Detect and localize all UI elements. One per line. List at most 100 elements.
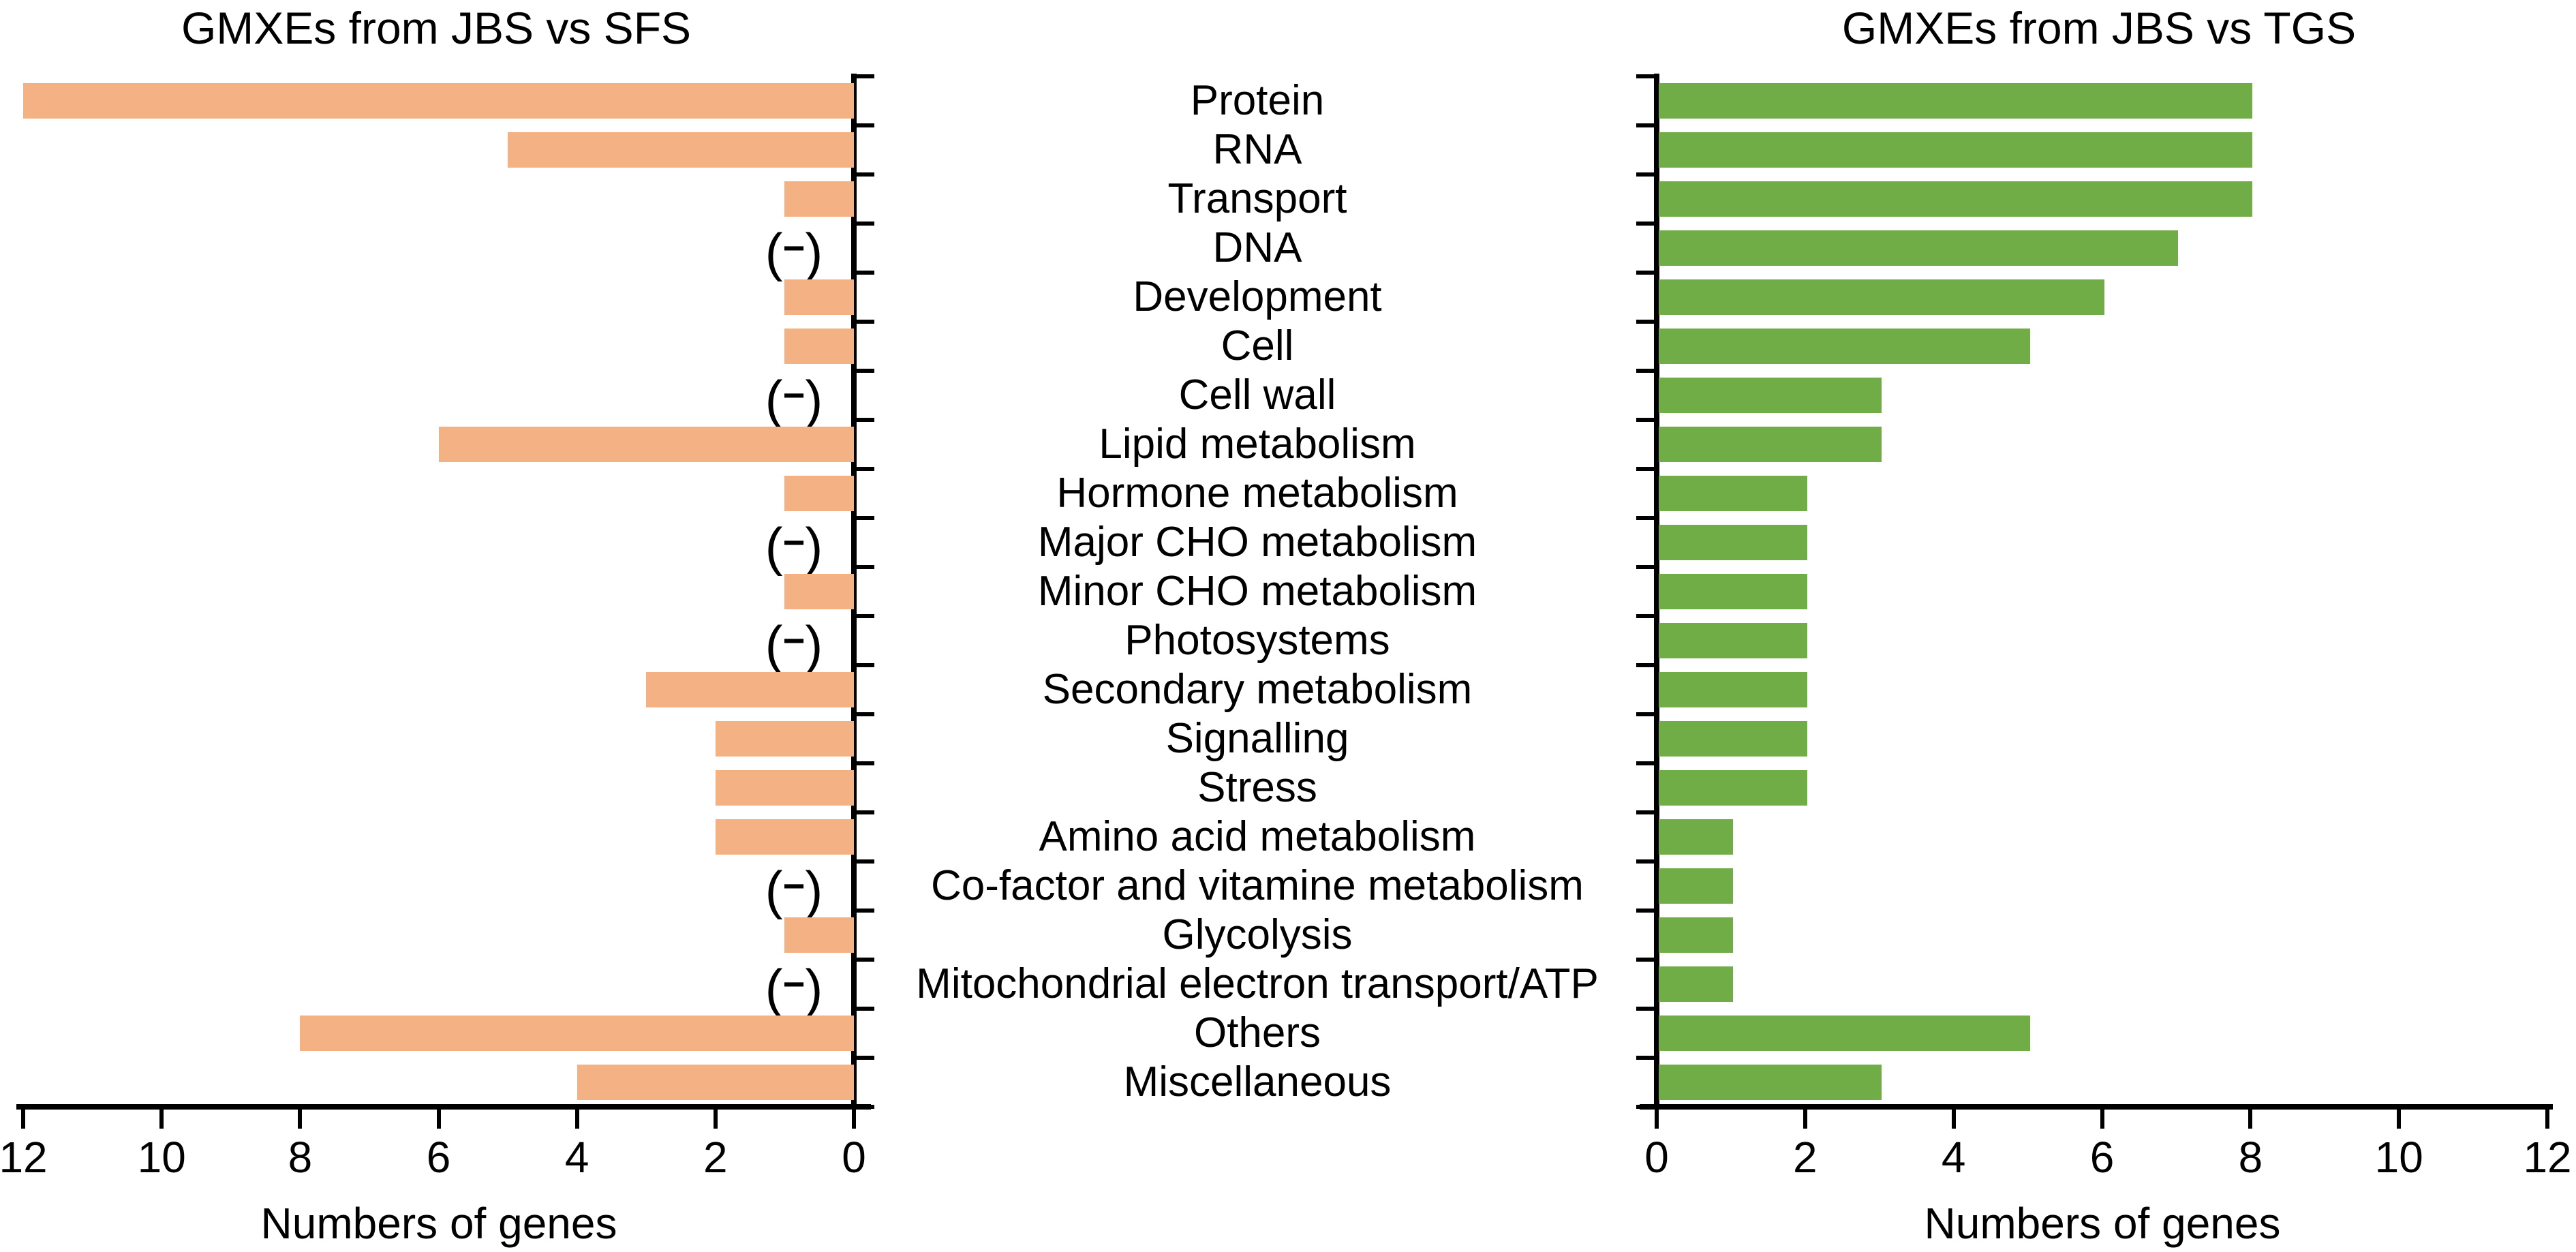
tgs-bar-cell — [1659, 329, 2030, 364]
category-label-lipid-metabolism: Lipid metabolism — [1099, 421, 1416, 468]
minus-sign: − — [782, 373, 806, 416]
tgs-y-tick — [1636, 1105, 1654, 1109]
category-label-dna: DNA — [1212, 224, 1302, 271]
tgs-x-tick-8 — [2248, 1108, 2253, 1129]
sfs-y-tick — [857, 565, 874, 569]
tgs-bar-others — [1659, 1016, 2030, 1051]
sfs-x-tick-4 — [574, 1108, 579, 1129]
open-paren: ( — [765, 615, 783, 675]
category-label-stress: Stress — [1197, 764, 1317, 811]
sfs-y-tick — [857, 271, 874, 275]
close-paren: ) — [805, 860, 823, 920]
sfs-bar-stress — [715, 770, 854, 806]
tgs-x-tick-6 — [2100, 1108, 2104, 1129]
sfs-y-tick — [857, 516, 874, 520]
tgs-bar-development — [1659, 279, 2104, 315]
sfs-y-tick — [857, 222, 874, 226]
category-label-co-factor-and-vitamine-metabolism: Co-factor and vitamine metabolism — [931, 862, 1584, 909]
tgs-x-tick-label-4: 4 — [1941, 1133, 1966, 1182]
category-label-photosystems: Photosystems — [1124, 617, 1390, 664]
tgs-x-tick-0 — [1655, 1108, 1659, 1129]
sfs-y-tick — [857, 1105, 874, 1109]
tgs-bar-co-factor-and-vitamine-metabolism — [1659, 868, 1733, 904]
open-paren: ( — [765, 517, 783, 577]
sfs-x-tick-label-12: 12 — [0, 1133, 48, 1182]
sfs-y-tick — [857, 467, 874, 471]
close-paren: ) — [805, 222, 823, 282]
sfs-x-tick-6 — [436, 1108, 441, 1129]
tgs-x-tick-label-0: 0 — [1644, 1133, 1669, 1182]
sfs-x-tick-2 — [713, 1108, 718, 1129]
tgs-y-tick — [1636, 810, 1654, 814]
tgs-y-tick — [1636, 958, 1654, 962]
sfs-y-tick — [857, 1056, 874, 1060]
tgs-y-tick — [1636, 859, 1654, 864]
tgs-y-tick — [1636, 222, 1654, 226]
tgs-bar-major-cho-metabolism — [1659, 525, 1807, 560]
tgs-x-axis — [1640, 1104, 2553, 1110]
category-label-transport: Transport — [1167, 175, 1347, 222]
tgs-y-tick — [1636, 761, 1654, 765]
tgs-y-tick — [1636, 663, 1654, 667]
sfs-y-tick — [857, 761, 874, 765]
open-paren: ( — [765, 369, 783, 429]
tgs-bar-miscellaneous — [1659, 1065, 1882, 1100]
sfs-x-tick-0 — [852, 1108, 856, 1129]
minus-sign: − — [782, 521, 806, 564]
tgs-bar-secondary-metabolism — [1659, 672, 1807, 707]
tgs-bar-amino-acid-metabolism — [1659, 819, 1733, 855]
sfs-x-tick-label-8: 8 — [288, 1133, 313, 1182]
sfs-x-tick-8 — [298, 1108, 303, 1129]
tgs-bar-glycolysis — [1659, 917, 1733, 953]
close-paren: ) — [805, 517, 823, 577]
left-panel-title: GMXEs from JBS vs SFS — [181, 3, 692, 53]
minus-sign: − — [782, 226, 806, 269]
tgs-y-tick — [1636, 369, 1654, 373]
tgs-y-tick — [1636, 123, 1654, 127]
tgs-x-tick-label-12: 12 — [2523, 1133, 2572, 1182]
tgs-x-tick-4 — [1951, 1108, 1956, 1129]
sfs-bar-others — [300, 1016, 854, 1051]
category-label-development: Development — [1133, 273, 1382, 320]
right-panel-title: GMXEs from JBS vs TGS — [1841, 3, 2357, 53]
tgs-y-tick — [1636, 909, 1654, 913]
sfs-y-tick — [857, 909, 874, 913]
tgs-bar-stress — [1659, 770, 1807, 806]
sfs-bar-glycolysis — [784, 917, 854, 953]
tgs-y-tick — [1636, 712, 1654, 716]
category-label-protein: Protein — [1190, 77, 1325, 124]
sfs-bar-rna — [508, 132, 854, 168]
sfs-x-tick-label-0: 0 — [842, 1133, 866, 1182]
open-paren: ( — [765, 958, 783, 1018]
tgs-x-tick-10 — [2397, 1108, 2402, 1129]
category-label-cell: Cell — [1221, 322, 1294, 369]
sfs-x-tick-label-10: 10 — [137, 1133, 186, 1182]
sfs-y-tick — [857, 172, 874, 177]
tgs-y-tick — [1636, 516, 1654, 520]
tgs-bar-minor-cho-metabolism — [1659, 574, 1807, 609]
category-label-minor-cho-metabolism: Minor CHO metabolism — [1037, 568, 1477, 615]
category-label-miscellaneous: Miscellaneous — [1123, 1058, 1392, 1105]
sfs-y-tick — [857, 614, 874, 618]
left-x-axis-title: Numbers of genes — [260, 1199, 617, 1248]
sfs-x-tick-10 — [159, 1108, 164, 1129]
open-paren: ( — [765, 222, 783, 282]
sfs-bar-transport — [784, 181, 854, 217]
tgs-bar-photosystems — [1659, 623, 1807, 658]
sfs-y-tick — [857, 810, 874, 814]
sfs-y-tick — [857, 958, 874, 962]
tgs-y-tick — [1636, 172, 1654, 177]
category-label-amino-acid-metabolism: Amino acid metabolism — [1039, 813, 1476, 860]
sfs-bar-minor-cho-metabolism — [784, 574, 854, 609]
sfs-y-tick — [857, 712, 874, 716]
sfs-bar-signalling — [715, 721, 854, 757]
category-label-rna: RNA — [1212, 126, 1302, 173]
category-label-secondary-metabolism: Secondary metabolism — [1042, 666, 1473, 713]
tgs-x-tick-label-8: 8 — [2238, 1133, 2263, 1182]
tgs-x-tick-label-2: 2 — [1793, 1133, 1818, 1182]
close-paren: ) — [805, 615, 823, 675]
tgs-y-tick — [1636, 320, 1654, 324]
no-data-marker-photosystems: (−) — [765, 616, 823, 671]
category-label-mitochondrial-electron-transport-atp: Mitochondrial electron transport/ATP — [916, 960, 1599, 1007]
